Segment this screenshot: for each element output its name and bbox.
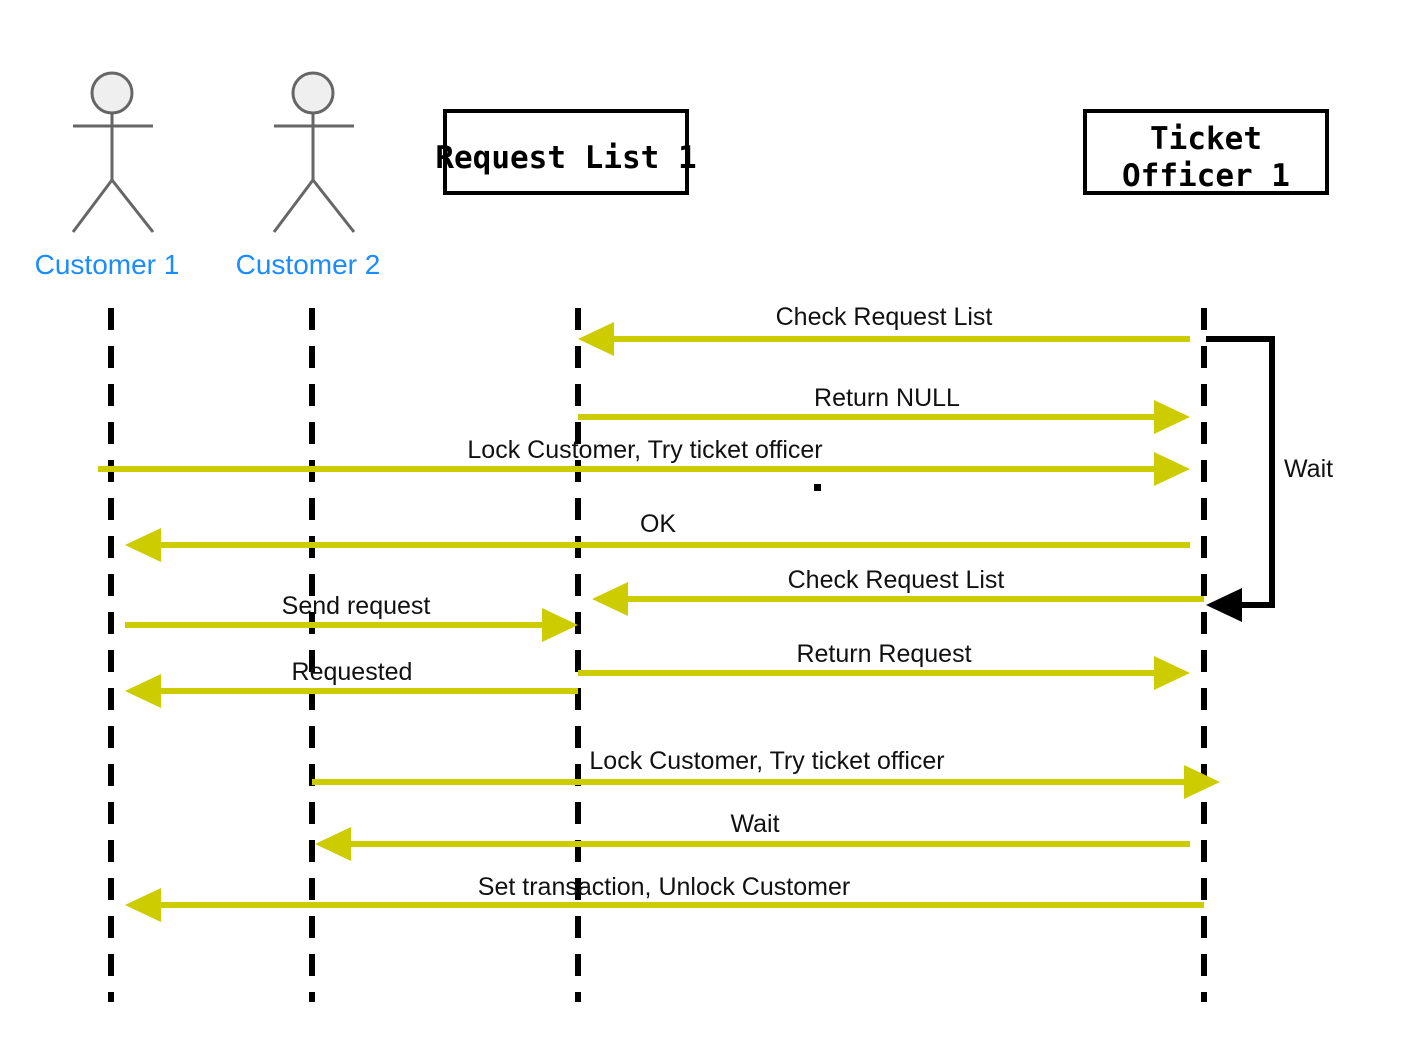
message-label: Lock Customer, Try ticket officer xyxy=(589,747,944,775)
participant-box-rl: Request List 1 xyxy=(435,109,697,195)
message-arrowhead-icon xyxy=(125,528,161,562)
wait-loop-line xyxy=(1206,336,1275,608)
wait-self-loop: Wait xyxy=(1206,336,1333,622)
actor-right-leg-icon xyxy=(311,179,356,233)
message-arrowhead-icon xyxy=(125,888,161,922)
box-label-to-0: Ticket xyxy=(1150,121,1262,157)
message-label: Wait xyxy=(730,810,779,838)
actor-head-icon xyxy=(90,71,134,115)
message-arrowhead-icon xyxy=(1184,765,1220,799)
message-1: Check Request List xyxy=(578,303,1190,356)
message-label: Check Request List xyxy=(788,566,1005,594)
lifelines xyxy=(108,308,1207,1002)
message-arrowhead-icon xyxy=(1154,400,1190,434)
message-arrowhead-icon xyxy=(315,827,351,861)
box-border xyxy=(443,109,689,195)
message-label: Send request xyxy=(282,592,431,620)
actor-name-c2: Customer 2 xyxy=(236,249,381,280)
message-7: Return Request xyxy=(578,640,1190,690)
message-arrowhead-icon xyxy=(542,608,578,642)
wait-loop-arrowhead-icon xyxy=(1206,588,1242,622)
message-11: Set transaction, Unlock Customer xyxy=(125,873,1204,922)
message-2: Return NULL xyxy=(578,384,1190,434)
message-arrowhead-icon xyxy=(1154,452,1190,486)
actor-left-leg-icon xyxy=(272,179,315,233)
actor-c2: Customer 2 xyxy=(236,71,381,280)
participant-headers: Customer 1 Customer 2 Request List 1 Ticket… xyxy=(35,71,1329,280)
actor-head-icon xyxy=(291,71,335,115)
message-label: Return Request xyxy=(796,640,971,668)
box-border xyxy=(1083,109,1329,195)
message-arrowhead-icon xyxy=(1154,656,1190,690)
actor-right-leg-icon xyxy=(110,179,155,233)
actor-c1: Customer 1 xyxy=(35,71,180,280)
message-6: Send request xyxy=(125,592,578,642)
box-label-to-1: Officer 1 xyxy=(1122,158,1290,194)
actor-left-leg-icon xyxy=(71,179,114,233)
message-4: OK xyxy=(125,510,1190,562)
stray-dot xyxy=(814,484,821,491)
message-label: Return NULL xyxy=(814,384,960,412)
message-10: Wait xyxy=(315,810,1190,861)
box-label-rl-0: Request List 1 xyxy=(435,140,696,176)
message-label: Check Request List xyxy=(776,303,993,331)
message-label: Set transaction, Unlock Customer xyxy=(478,873,850,901)
message-8: Requested xyxy=(125,658,578,708)
wait-loop-label: Wait xyxy=(1284,455,1333,483)
message-3: Lock Customer, Try ticket officer xyxy=(98,436,1190,486)
message-5: Check Request List xyxy=(592,566,1204,616)
message-arrowhead-icon xyxy=(592,582,628,616)
message-arrowhead-icon xyxy=(125,674,161,708)
message-label: Requested xyxy=(292,658,413,686)
message-9: Lock Customer, Try ticket officer xyxy=(312,747,1220,799)
message-arrowhead-icon xyxy=(578,322,614,356)
message-label: OK xyxy=(640,510,676,538)
message-label: Lock Customer, Try ticket officer xyxy=(467,436,822,464)
actor-name-c1: Customer 1 xyxy=(35,249,180,280)
